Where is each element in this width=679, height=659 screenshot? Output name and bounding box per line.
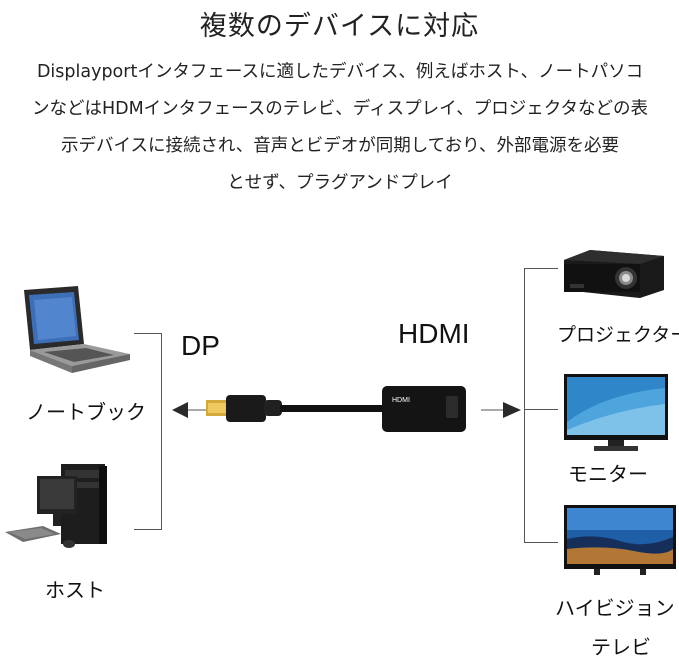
desktop-pc-icon [3,458,113,554]
adapter-marking: HDMI [392,397,410,404]
label-hivision-line2: テレビ [591,631,651,659]
arrow-right-icon [481,401,523,419]
right-bracket-middle [524,409,558,410]
right-bracket-vertical [524,268,525,543]
right-bracket-bottom [524,542,558,543]
label-hivision-line1: ハイビジョン [555,592,675,621]
page-title: 複数のデバイスに対応 [0,4,679,43]
projector-icon [560,246,670,302]
description-line-1: Displayportインタフェースに適したデバイス、例えばホスト、ノートパソコ [20,54,660,91]
label-monitor: モニター [568,458,648,487]
label-hdmi: HDMI [398,318,470,350]
laptop-icon [14,286,132,384]
label-projector: プロジェクター [557,320,679,347]
description-line-4: とせず、プラグアンドプレイ [20,165,660,202]
left-bracket-vertical [161,333,162,530]
label-dp: DP [181,330,220,362]
description-line-3: 示デバイスに接続され、音声とビデオが同期しており、外部電源を必要 [20,128,660,165]
arrow-left-icon [170,401,210,419]
left-bracket-top [134,333,162,334]
adapter-cable-icon: HDMI [206,382,474,442]
tv-icon [564,505,676,579]
left-bracket-bottom [134,529,162,530]
right-bracket-top [524,268,558,269]
monitor-icon [564,374,668,452]
label-host: ホスト [45,574,105,603]
description: Displayportインタフェースに適したデバイス、例えばホスト、ノートパソコ… [20,54,660,202]
description-line-2: ンなどはHDMインタフェースのテレビ、ディスプレイ、プロジェクタなどの表 [20,91,660,128]
label-notebook: ノートブック [26,396,146,425]
